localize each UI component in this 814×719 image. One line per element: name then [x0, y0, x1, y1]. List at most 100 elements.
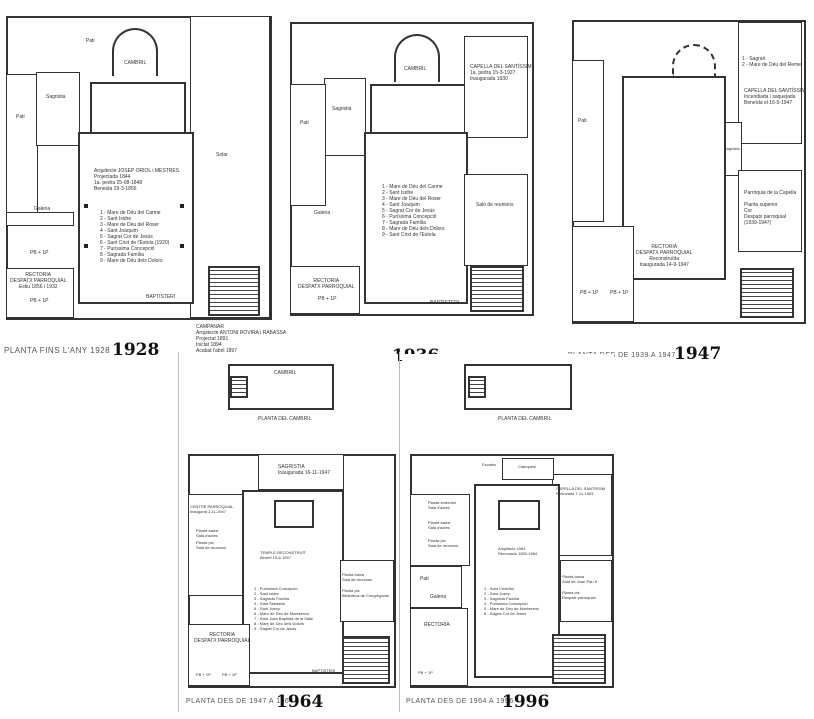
separator: [178, 352, 179, 712]
right-rooms: [340, 560, 394, 622]
label-pb-1: PB + 1P: [580, 290, 599, 296]
label-parroquia: Parròquia de la Capella Planta superior …: [744, 190, 797, 226]
label-baptisteri: BAPTISTERI: [430, 300, 460, 306]
label-pb-1: PB + 1P: [30, 250, 49, 256]
bell-tower-stairs: [208, 266, 260, 316]
altar: [274, 500, 314, 528]
cambril-stairs: [468, 376, 486, 398]
rectoria-room: [410, 608, 468, 686]
label-planta-baixa: Planta baixa Sala d'actes: [196, 528, 219, 538]
sagristia-room: [36, 72, 80, 146]
label-baptisteri: BAPTISTERI: [146, 294, 176, 300]
capella-room: [738, 22, 802, 144]
plan-1928: Pati Pati CAMBRIL Sagristia Solar Galeri…: [0, 14, 285, 360]
year-label: 1928: [112, 340, 160, 360]
plan-1936: CAMBRIL CAPELLA DEL SANTÍSSIM 1a. pedra …: [196, 14, 568, 366]
presbytery: [90, 82, 186, 136]
label-pati-left: Pati: [16, 114, 25, 120]
year-label: 1996: [502, 692, 550, 712]
catequesi-room: [502, 458, 554, 480]
presbytery: [370, 84, 466, 136]
label-escales: Escales: [482, 462, 497, 467]
label-sagristia: Sagristia: [724, 146, 740, 151]
pati-room: [572, 60, 604, 222]
label-rectoria: RECTORIA DESPATX PARROQUIAL Reconstruïda…: [636, 244, 693, 268]
label-pati: Pati: [578, 118, 587, 124]
plan-1947: Pati 1 - Sagrari 2 - Mare de Déu del Rem…: [566, 0, 814, 364]
label-cambril-plan: PLANTA DEL CAMBRIL: [498, 416, 552, 422]
pier: [180, 244, 184, 248]
label-pb-2: PB + 1P: [222, 672, 237, 677]
nave: [78, 132, 194, 304]
label-rectoria: RECTORIA: [424, 622, 450, 628]
label-galeria: Galeria: [314, 210, 331, 216]
label-sagristia: SAGRISTIA Inaugurada 16-11-1947: [278, 464, 330, 476]
label-pati: Pati: [420, 576, 429, 582]
label-rectoria: RECTORIA DESPATX PARROQUIAL Estiu 1856 i…: [10, 272, 67, 290]
caption: PLANTA DES DE 1939 A 1947: [568, 352, 676, 359]
sagristia-room: [258, 454, 344, 490]
pier: [84, 244, 88, 248]
nave: [364, 132, 468, 304]
label-planta-pis: Planta pis Sala de reunions: [196, 540, 227, 550]
cambril-apse: [394, 34, 440, 82]
label-pis-right: Planta pis Biblioteca de Congregants: [342, 588, 389, 598]
label-chapels: 1 - Mare de Déu del Carme 2 - Sant Isidr…: [100, 210, 170, 264]
caption: PLANTA DES DE 1947 A 1964: [186, 698, 294, 705]
label-pis-right: Planta pis Despatx parroquial: [562, 590, 596, 600]
sagristia-room: [324, 78, 366, 156]
label-solar: Solar: [216, 152, 228, 158]
label-rectoria: RECTORIA DESPATX PARROQUIAL: [298, 278, 355, 290]
altar: [498, 500, 540, 530]
rectoria-room: [188, 624, 250, 686]
rectoria-room: [290, 266, 360, 314]
label-arquitecte: Arquitecte JOSEP ORIOL i MESTRES Project…: [94, 168, 180, 192]
cambril-plan: [228, 364, 334, 410]
pier: [84, 204, 88, 208]
pati-room: [290, 84, 326, 206]
label-cambril: CAMBRIL: [274, 370, 297, 376]
galeria-room: [6, 212, 74, 226]
nave-ruin: [622, 76, 726, 280]
label-centre: CENTRE PARROQUIAL Inaugurat 1-11-1947: [190, 504, 234, 514]
label-pati: Pati: [300, 120, 309, 126]
left-rooms: [410, 494, 470, 566]
bell-tower-stairs: [552, 634, 606, 684]
label-planta-baixa: Planta baixa Sala d'actes: [428, 520, 451, 530]
year-label: 1964: [276, 692, 324, 712]
label-ampliacio: Ampliació 1964 Renovació 1963-1964: [498, 546, 538, 556]
bell-tower-stairs: [470, 266, 524, 312]
capella-room: [464, 36, 528, 138]
label-list: 1 - Sagrari 2 - Mare de Déu del Remei: [742, 56, 803, 68]
label-cambril: CAMBRIL: [124, 60, 147, 66]
label-cambril: CAMBRIL: [404, 66, 427, 72]
label-sagristia: Sagristia: [332, 106, 352, 112]
label-planta-soterrani: Planta soterrani Sala d'actes: [428, 500, 457, 510]
label-pb-1: PB + 1P: [196, 672, 211, 677]
label-baixa-right: Planta baixa Sala de Joan Pau II: [562, 574, 597, 584]
plan-1996: PLANTA DEL CAMBRIL Escales Catequesi CAP…: [402, 354, 614, 716]
separator: [399, 352, 400, 712]
year-label: 1947: [674, 344, 722, 364]
label-sagristia: Sagristia: [46, 94, 66, 100]
label-pb: PB + 1P: [318, 296, 337, 302]
label-chapels: 1 - Sant Cristòfol 2 - Sant Josep 3 - Sa…: [484, 586, 539, 616]
label-campanar: CAMPANAR Arquitecte ANTONI ROVIRA i RABA…: [196, 324, 287, 354]
cambril-apse: [112, 28, 158, 76]
rectoria-room: [572, 226, 634, 322]
label-planta-pis: Planta pis Sala de reunions: [428, 538, 459, 548]
label-rectoria: RECTORIA DESPATX PARROQUIAL: [194, 632, 251, 644]
plan-1964: CAMBRIL PLANTA DEL CAMBRIL SAGRISTIA Ina…: [182, 354, 398, 716]
label-capella: CAPELLA DEL SANTÍSSIM 1a. pedra 15-3-192…: [470, 64, 532, 82]
label-catequesi: Catequesi: [518, 464, 537, 469]
bell-tower-stairs: [740, 268, 794, 318]
label-baptisteri: BAPTISTERI: [312, 668, 336, 673]
label-capella: CAPELLA DEL SANTÍSSIM Incendiada i saque…: [744, 88, 806, 106]
caption: PLANTA DES DE 1964 A 1996: [406, 698, 514, 705]
label-temple: TEMPLE RECONSTRUÏT Beneït 15-6-1947: [260, 550, 307, 560]
label-galeria: Galeria: [34, 206, 51, 212]
label-pb-2: PB + 1P: [30, 298, 49, 304]
label-cambril-plan: PLANTA DEL CAMBRIL: [258, 416, 312, 422]
label-chapels: 1 - Mare de Déu del Carme 2 - Sant Isidr…: [382, 184, 445, 238]
label-pb: PB + 1P: [418, 670, 433, 675]
